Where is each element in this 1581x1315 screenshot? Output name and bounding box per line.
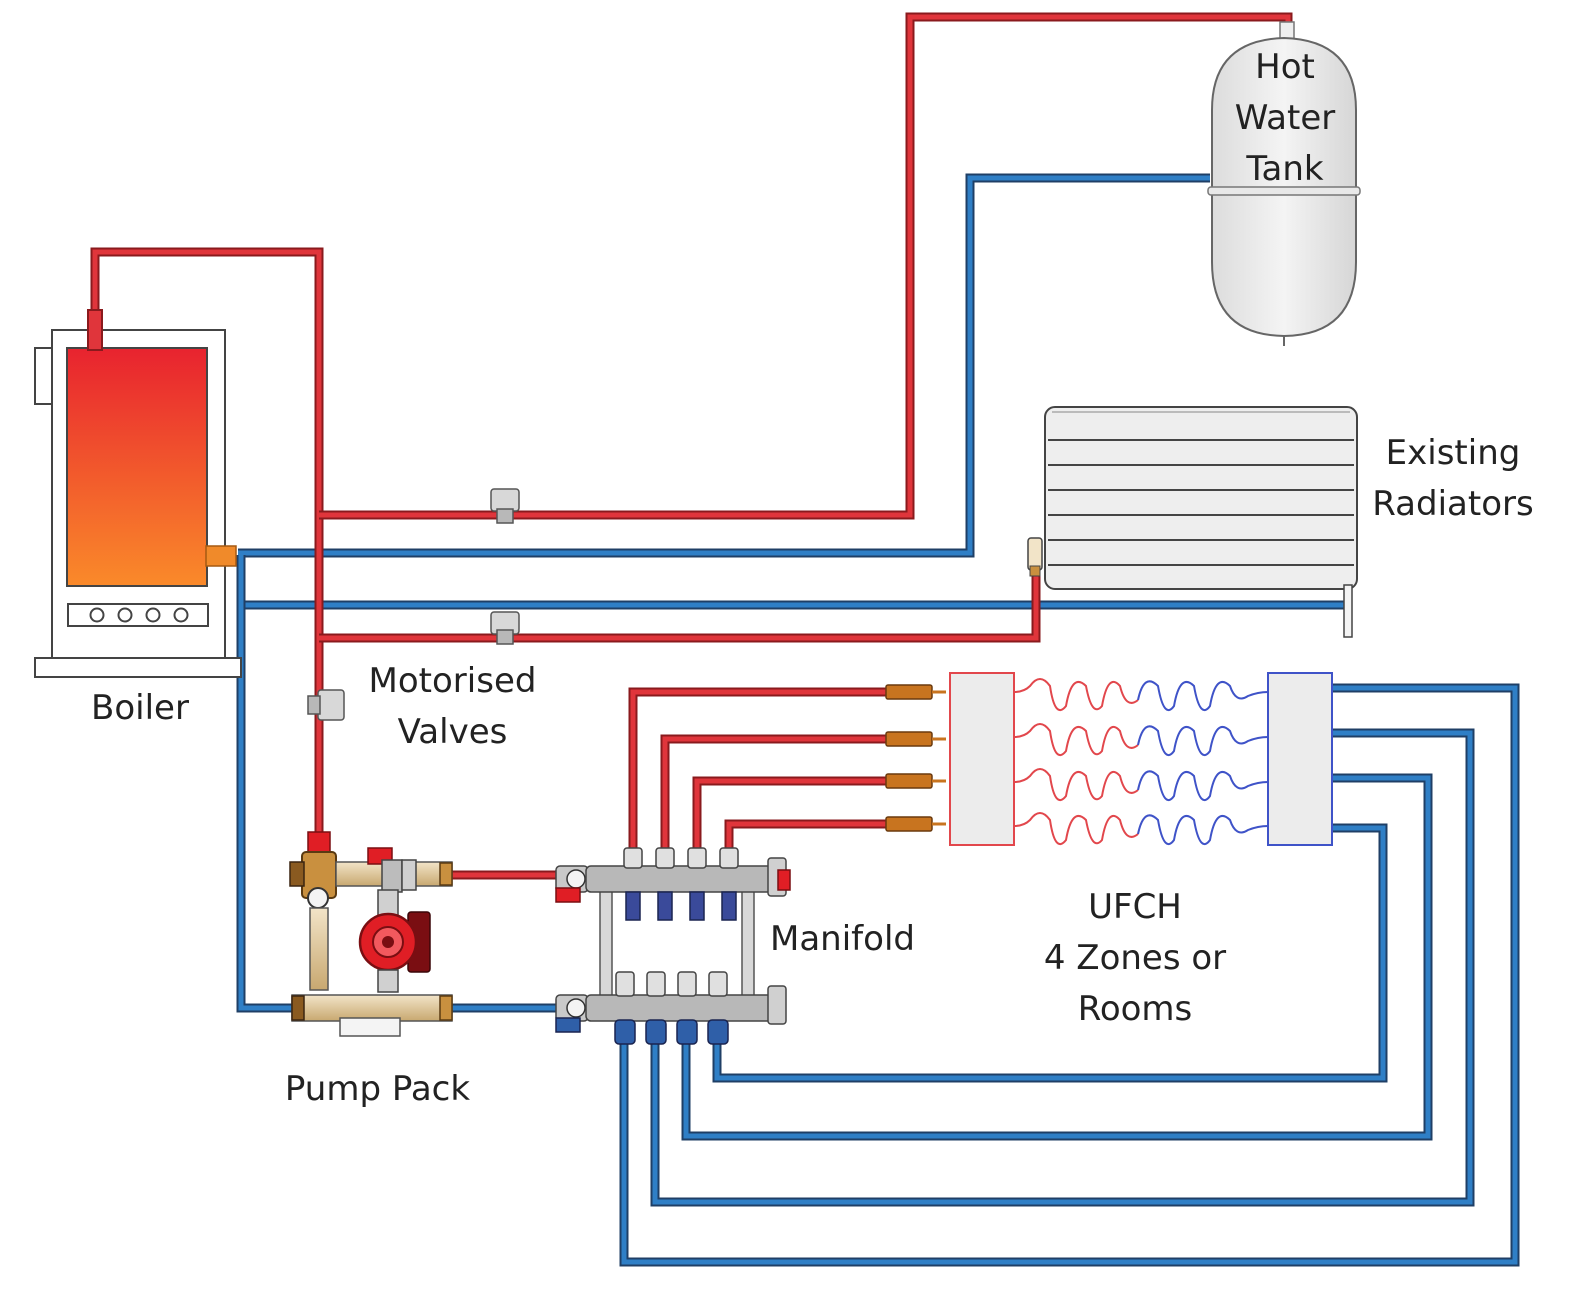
boiler-label: Boiler	[60, 683, 220, 734]
manifold-flow-outlets	[623, 847, 739, 921]
pump-pack-label: Pump Pack	[270, 1064, 485, 1115]
ufch-circuits	[885, 672, 1333, 846]
boiler-flow-pipe	[90, 247, 324, 840]
pump-pack-label-text: Pump Pack	[284, 1069, 471, 1109]
hot-water-tank-label: Hot Water Tank	[1215, 42, 1355, 195]
motorised-valves-label: Motorised Valves	[340, 656, 565, 758]
hot-water-tank-label-line-1: Hot	[1255, 47, 1315, 87]
existing-radiators-label: Existing Radiators	[1358, 428, 1548, 530]
existing-radiators-label-line-1: Existing	[1385, 433, 1521, 473]
motorised-valve-radiators	[490, 611, 520, 645]
manifold-label: Manifold	[760, 914, 925, 965]
motorised-valves-label-line-2: Valves	[397, 712, 508, 752]
ufch-return-loop-2	[650, 728, 1475, 1207]
manifold-label-text: Manifold	[770, 919, 915, 959]
motorised-valves-label-line-1: Motorised	[368, 661, 537, 701]
pump-pack	[289, 831, 453, 1037]
ufch-label-line-3: Rooms	[1077, 989, 1193, 1029]
existing-radiators-label-line-2: Radiators	[1372, 484, 1534, 524]
motorised-valve-ufch	[307, 689, 345, 721]
tank-return-pipe	[238, 173, 1210, 558]
ufch-flow-loop-2	[660, 734, 890, 852]
manifold	[555, 847, 791, 1045]
radiator-valve	[1027, 537, 1043, 577]
ufch-flow-loop-3	[692, 776, 890, 852]
ufch-label: UFCH 4 Zones or Rooms	[1020, 882, 1250, 1035]
flow-pipes	[90, 12, 1293, 880]
ufch-label-line-2: 4 Zones or	[1043, 938, 1227, 978]
motorised-valve-tank	[490, 488, 520, 524]
hot-water-tank	[1207, 21, 1361, 346]
ufch-return-loop-4	[712, 823, 1388, 1083]
boiler-return-pipe	[236, 555, 300, 1013]
radiator-return-pipe	[241, 600, 1353, 635]
ufch-return-loop-1	[619, 683, 1520, 1267]
boiler-label-text: Boiler	[91, 688, 189, 728]
hot-water-tank-label-line-2: Water	[1234, 98, 1336, 138]
manifold-return-outlets	[614, 971, 729, 1045]
hot-water-tank-label-line-3: Tank	[1246, 149, 1324, 189]
radiator-flow-pipe	[319, 570, 1041, 643]
ufch-flow-loop-4	[724, 819, 890, 852]
boiler	[34, 309, 242, 678]
ufch-connectors	[885, 684, 946, 832]
ufch-flow-loop-1	[628, 687, 890, 852]
ufch-return-loop-3	[681, 773, 1433, 1141]
existing-radiator	[1027, 406, 1358, 638]
ufch-label-line-1: UFCH	[1088, 887, 1182, 927]
